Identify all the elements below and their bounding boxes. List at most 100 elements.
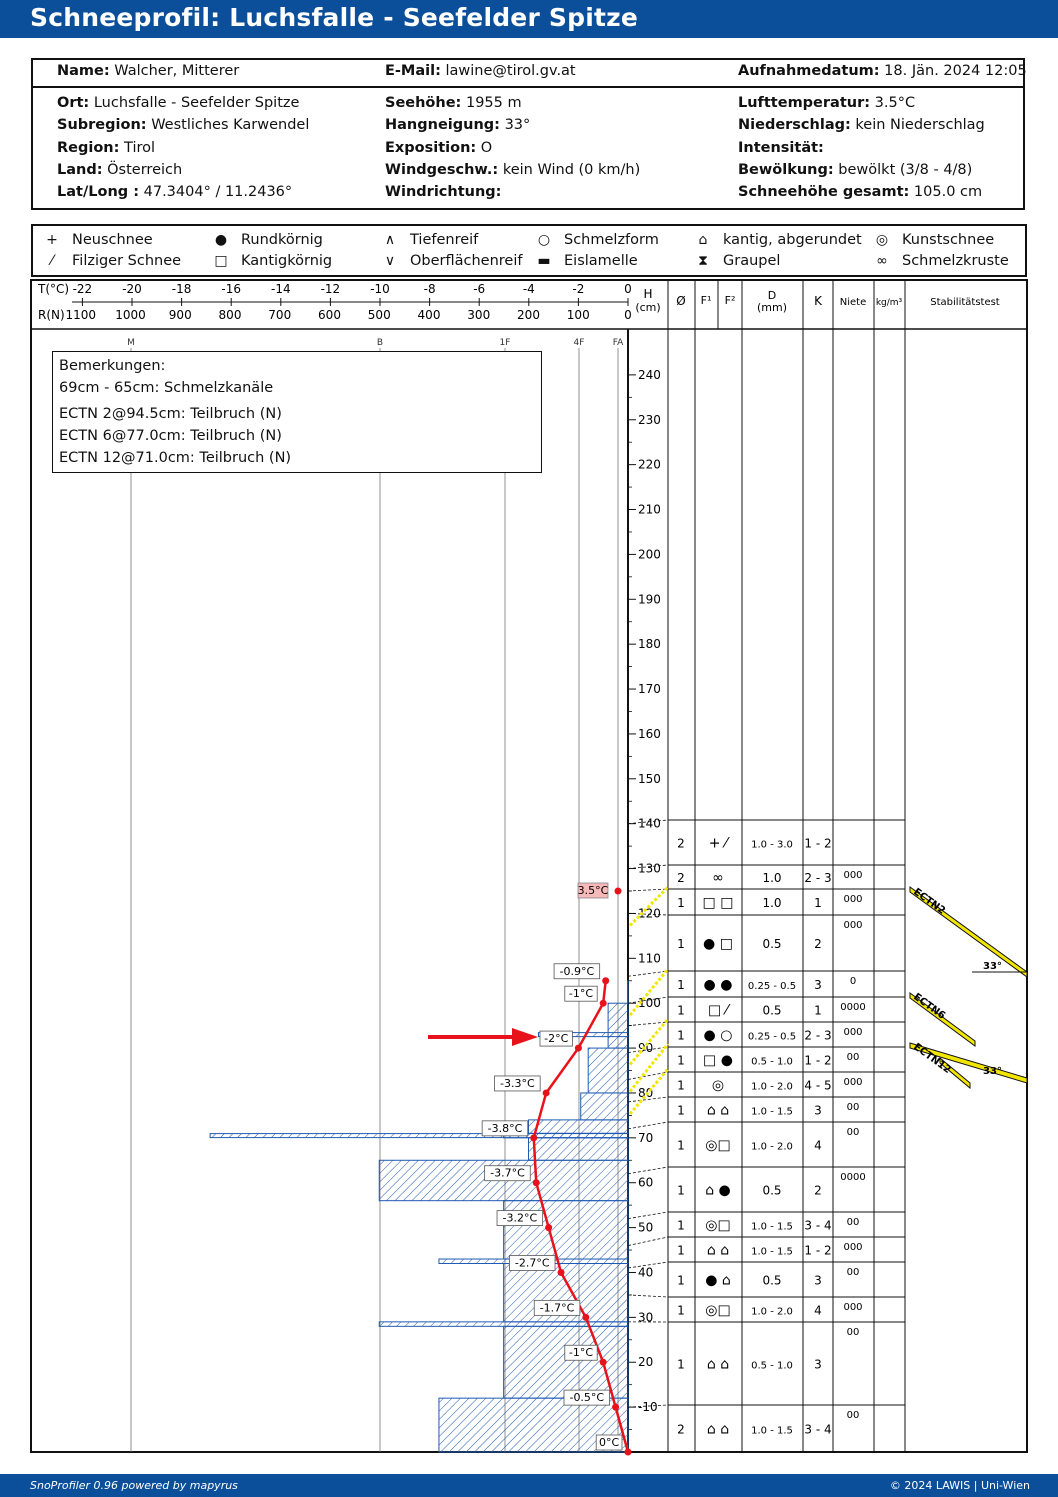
- layer-connector: [627, 1021, 669, 1027]
- layer-niete: 0: [850, 976, 856, 987]
- layer-grain-shape: ⌂ ⌂: [707, 1243, 729, 1259]
- col-header-k: K: [814, 294, 823, 308]
- legend-label: Filziger Schnee: [72, 253, 182, 269]
- temperature-label-box: [595, 1434, 623, 1451]
- layer-grain-shape: ● □: [703, 936, 733, 952]
- layer-k: 2 - 3: [804, 871, 831, 885]
- layer-grain-size: 1.0 - 1.5: [751, 1426, 793, 1437]
- layer-niete: 000: [843, 1077, 862, 1088]
- ram-layer: [503, 1200, 629, 1260]
- layer-wetness: 1: [677, 896, 685, 910]
- legend-label: Eislamelle: [564, 253, 638, 269]
- temperature-label: -0.9°C: [560, 965, 595, 978]
- stability-band-ectn12: [909, 1042, 1028, 1084]
- page-title: Schneeprofil: Luchsfalle - Seefelder Spi…: [30, 3, 639, 32]
- layer-k: 1 - 2: [804, 1244, 831, 1258]
- layer-k: 1 - 2: [804, 837, 831, 851]
- h-axis-label: H: [643, 287, 652, 301]
- layer-wetness: 1: [677, 1004, 685, 1018]
- temperature-label-box: [494, 1075, 541, 1092]
- layer-wetness: 1: [677, 1029, 685, 1043]
- hardness-label: M: [127, 338, 135, 348]
- land-field: Land: Österreich: [57, 162, 183, 178]
- hardness-label: B: [377, 338, 383, 348]
- layer-connector: [627, 996, 669, 1004]
- hardness-label: 1F: [500, 338, 511, 348]
- temperature-point: [574, 1044, 582, 1052]
- layer-grain-shape: ◎□: [705, 1303, 730, 1319]
- ram-layer: [607, 1002, 629, 1049]
- legend-label: Rundkörnig: [241, 232, 323, 248]
- layer-niete: 000: [843, 1242, 862, 1253]
- eislamelle-icon: ▬: [537, 253, 551, 269]
- layer-k: 2: [814, 937, 822, 951]
- legend-label: Schmelzform: [564, 232, 659, 248]
- t-tick-label: 0: [624, 282, 632, 296]
- col-header-d: D: [768, 289, 776, 302]
- layer-grain-size: 0.5 - 1.0: [751, 1057, 793, 1068]
- layer-grain-size: 1.0 - 3.0: [751, 840, 793, 851]
- layer-connector: [627, 1404, 669, 1408]
- layer-k: 4: [814, 1139, 822, 1153]
- air-temperature-box: [577, 882, 609, 899]
- hardness-label: FA: [613, 338, 624, 348]
- layer-connector: [627, 1166, 669, 1175]
- layer-wetness: 2: [677, 837, 685, 851]
- r-tick-label: 0: [624, 308, 632, 322]
- legend-label: Tiefenreif: [410, 232, 479, 248]
- height-tick-label: 130: [638, 862, 661, 876]
- niederschlag-field: Niederschlag: kein Niederschlag: [738, 117, 985, 133]
- temperature-label: -1.7°C: [540, 1301, 575, 1314]
- layer-niete: 00: [847, 1327, 860, 1338]
- ram-layer: [580, 1092, 629, 1121]
- height-tick-label: 200: [638, 547, 661, 561]
- layer-k: 1 - 2: [804, 1054, 831, 1068]
- temperature-point: [612, 1403, 620, 1411]
- temperature-point: [542, 1089, 550, 1097]
- layer-wetness: 1: [677, 1104, 685, 1118]
- h-axis-unit: (cm): [635, 301, 660, 314]
- r-tick-label: 800: [219, 308, 242, 322]
- layer-k: 1: [814, 896, 822, 910]
- temperature-point: [602, 977, 610, 985]
- col-header-f2: F²: [725, 294, 736, 307]
- layer-connector: [627, 1236, 669, 1246]
- r-tick-label: 700: [268, 308, 291, 322]
- layer-niete: 00: [847, 1102, 860, 1113]
- legend-label: kantig, abgerundet: [723, 232, 862, 248]
- t-tick-label: -22: [73, 282, 93, 296]
- temperature-label-box: [496, 1210, 544, 1226]
- legend-label: Kunstschnee: [902, 232, 995, 248]
- rundkoernig-icon: ●: [214, 232, 228, 248]
- schmelzform-icon: ○: [537, 232, 551, 248]
- layer-grain-shape: ∞: [712, 870, 724, 886]
- height-tick-label: 20: [638, 1355, 653, 1369]
- layer-niete: 00: [847, 1410, 860, 1421]
- layer-wetness: 2: [677, 1423, 685, 1437]
- layer-wetness: 1: [677, 1054, 685, 1068]
- layer-grain-size: 1.0 - 2.0: [751, 1142, 793, 1153]
- height-tick-label: 240: [638, 368, 661, 382]
- height-tick-label: 50: [638, 1221, 653, 1235]
- stability-band-ectn12: [939, 1056, 971, 1090]
- bewoelkung-field: Bewölkung: bewölkt (3/8 - 4/8): [738, 162, 973, 178]
- temperature-label-box: [539, 1030, 573, 1047]
- title-bar: Schneeprofil: Luchsfalle - Seefelder Spi…: [0, 0, 1058, 38]
- r-tick-label: 900: [169, 308, 192, 322]
- layer-grain-size: 0.5: [762, 937, 781, 951]
- filziger-schnee-icon: ⁄: [50, 253, 54, 269]
- height-tick-label: 110: [638, 951, 661, 965]
- t-tick-label: -8: [424, 282, 436, 296]
- height-tick-label: 170: [638, 682, 661, 696]
- layer-grain-shape: □ ⁄: [708, 1003, 731, 1019]
- height-tick-label: 190: [638, 592, 661, 606]
- r-tick-label: 200: [517, 308, 540, 322]
- layer-connector: [627, 970, 669, 977]
- col-header-d-unit: (mm): [757, 301, 787, 314]
- t-tick-label: -18: [172, 282, 192, 296]
- layer-grain-shape: □ ●: [703, 1053, 733, 1069]
- legend-label: Schmelzkruste: [902, 253, 1009, 269]
- layer-niete: 000: [843, 920, 862, 931]
- t-tick-label: -12: [321, 282, 341, 296]
- latlong-field: Lat/Long : 47.3404° / 11.2436°: [57, 184, 293, 200]
